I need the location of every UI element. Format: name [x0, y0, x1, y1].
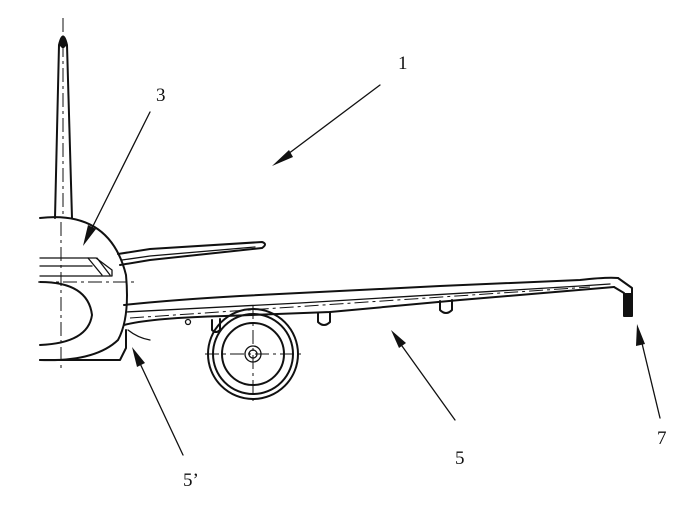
horizontal-stabilizer	[117, 241, 266, 266]
engine-nacelle	[205, 305, 305, 405]
arrow-to-wing-root	[132, 347, 184, 456]
label-wingtip-device: 7	[657, 428, 667, 449]
label-aircraft: 1	[398, 53, 408, 74]
label-fuselage: 3	[156, 85, 166, 106]
arrow-to-fuselage	[83, 111, 151, 246]
vertical-tail-fin	[54, 18, 73, 219]
wing	[123, 276, 633, 341]
leader-arrows	[83, 84, 661, 456]
arrow-to-wingtip-device	[636, 324, 661, 419]
label-wing-root: 5’	[183, 470, 199, 491]
arrow-to-aircraft	[272, 84, 381, 166]
label-wing: 5	[455, 448, 465, 469]
wingtip-device	[624, 293, 632, 317]
arrow-to-wing	[391, 330, 456, 421]
